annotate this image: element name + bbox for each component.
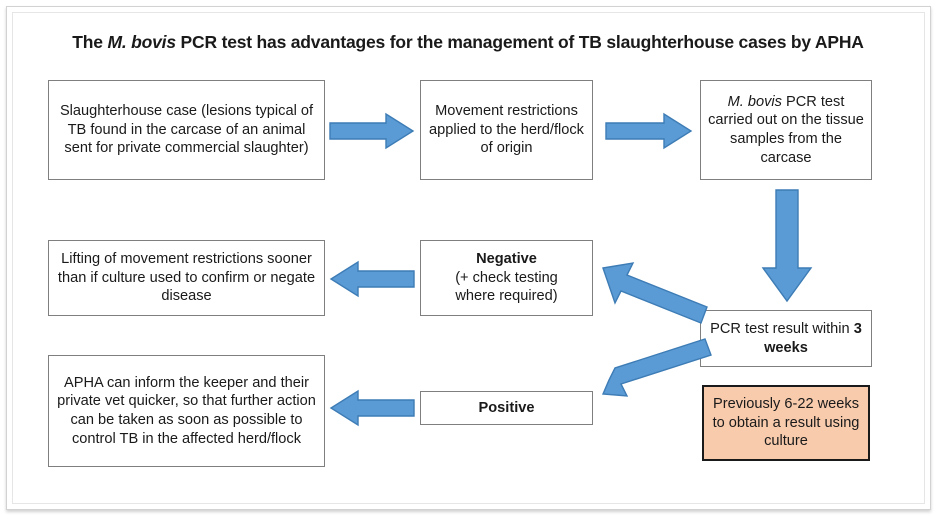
arrow-left-negative-to-lifting: [329, 260, 415, 298]
arrow-right-case-to-movement: [329, 112, 415, 150]
title-suffix: PCR test has advantages for the manageme…: [175, 32, 864, 52]
node-pcr-result-label: PCR test result within 3 weeks: [707, 320, 865, 357]
node-lifting-restrictions-label: Lifting of movement restrictions sooner …: [57, 251, 316, 305]
node-pcr-test-species-italic: M. bovis: [727, 93, 782, 110]
node-negative-line3: where required): [455, 288, 558, 305]
arrow-diagonal-up-left-to-negative: [602, 262, 708, 324]
node-pcr-result-lead: PCR test result within: [710, 320, 854, 337]
node-pcr-result-weeks: 3 weeks: [764, 320, 862, 356]
node-lifting-restrictions: Lifting of movement restrictions sooner …: [48, 240, 325, 316]
arrow-left-positive-to-apha: [329, 389, 415, 427]
node-negative-title: Negative: [476, 251, 537, 268]
arrow-diagonal-down-left-to-positive: [601, 338, 712, 397]
node-negative-line2: (+ check testing: [455, 269, 558, 286]
node-movement-restrictions: Movement restrictions applied to the her…: [420, 80, 593, 180]
node-slaughterhouse-case: Slaughterhouse case (lesions typical of …: [48, 80, 325, 180]
arrow-right-movement-to-pcr: [605, 112, 693, 150]
title-species-italic: M. bovis: [107, 32, 176, 52]
node-pcr-test-carried-out-label: M. bovis PCR test carried out on the tis…: [707, 93, 865, 167]
node-slaughterhouse-case-label: Slaughterhouse case (lesions typical of …: [59, 103, 314, 157]
node-positive: Positive: [420, 391, 593, 425]
title-prefix: The: [72, 32, 108, 52]
node-previously-culture-label: Previously 6-22 weeks to obtain a result…: [712, 396, 860, 450]
node-apha-inform: APHA can inform the keeper and their pri…: [48, 355, 325, 467]
page-title: The M. bovis PCR test has advantages for…: [28, 32, 908, 53]
arrow-down-pcr-to-result: [761, 189, 813, 303]
node-apha-inform-label: APHA can inform the keeper and their pri…: [57, 374, 316, 447]
node-pcr-result: PCR test result within 3 weeks: [700, 310, 872, 367]
node-negative-label: Negative(+ check testing where required): [455, 250, 558, 306]
node-movement-restrictions-label: Movement restrictions applied to the her…: [429, 103, 584, 157]
node-previously-culture: Previously 6-22 weeks to obtain a result…: [702, 385, 870, 461]
node-pcr-test-carried-out: M. bovis PCR test carried out on the tis…: [700, 80, 872, 180]
node-positive-label: Positive: [478, 399, 535, 416]
node-pcr-test-rest: PCR test carried out on the tissue sampl…: [708, 93, 864, 166]
node-negative: Negative(+ check testing where required): [420, 240, 593, 316]
